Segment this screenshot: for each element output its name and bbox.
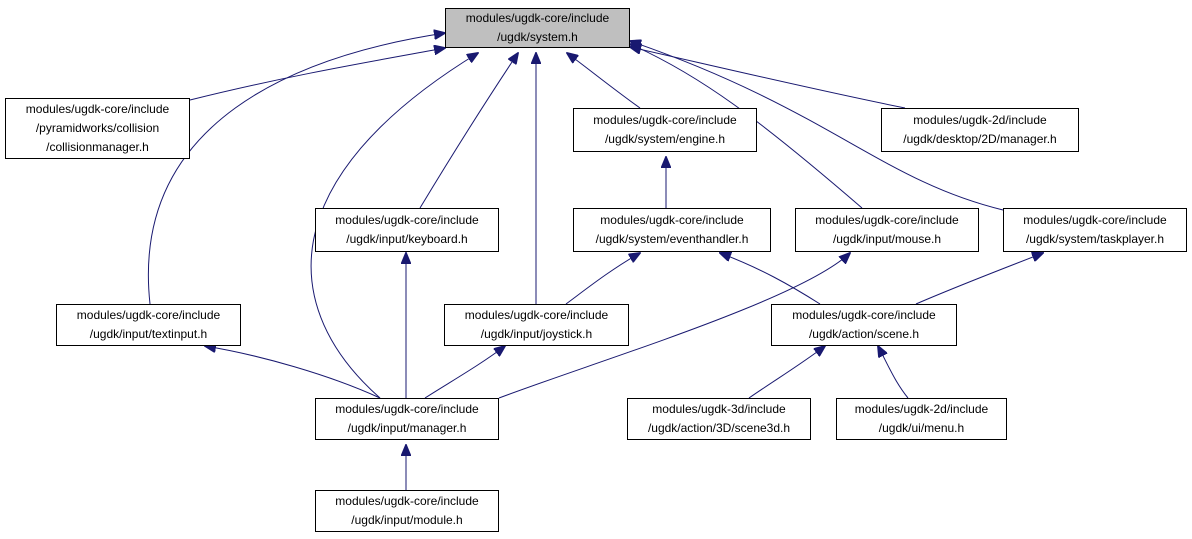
node-label-line: /pyramidworks/collision [35, 121, 160, 135]
node-label-line: modules/ugdk-core/include [600, 213, 744, 227]
node-label-line: modules/ugdk-core/include [76, 308, 221, 322]
node-label-line: /ugdk/input/module.h [351, 513, 463, 527]
node-label-line: modules/ugdk-core/include [1023, 213, 1167, 227]
node-desktop-2d-manager-h[interactable]: modules/ugdk-2d/include/ugdk/desktop/2D/… [881, 108, 1079, 152]
node-joystick-h[interactable]: modules/ugdk-core/include/ugdk/input/joy… [444, 304, 629, 346]
node-textinput-h[interactable]: modules/ugdk-core/include/ugdk/input/tex… [56, 304, 241, 346]
edge-scene-to-eventhandler [720, 253, 821, 305]
node-label-line: /ugdk/system/engine.h [604, 132, 726, 146]
node-system-h: modules/ugdk-core/include/ugdk/system.h [445, 8, 630, 48]
edge-menu-to-scene [878, 346, 909, 399]
node-label-line: modules/ugdk-core/include [335, 494, 479, 508]
node-mouse-h[interactable]: modules/ugdk-core/include/ugdk/input/mou… [795, 208, 979, 252]
node-menu-h[interactable]: modules/ugdk-2d/include/ugdk/ui/menu.h [836, 398, 1007, 440]
node-label-line: modules/ugdk-core/include [464, 308, 609, 322]
node-label-line: /ugdk/action/scene.h [808, 327, 920, 341]
edge-scene3d-to-scene [748, 346, 825, 399]
node-label-line: /collisionmanager.h [46, 140, 149, 154]
node-eventhandler-h[interactable]: modules/ugdk-core/include/ugdk/system/ev… [573, 208, 771, 252]
node-label-line: /ugdk/input/mouse.h [832, 232, 942, 246]
edge-inputmanager-to-system [310, 53, 478, 399]
node-label-line: /ugdk/input/textinput.h [89, 327, 208, 341]
node-keyboard-h[interactable]: modules/ugdk-core/include/ugdk/input/key… [315, 208, 499, 252]
edge-joystick-to-eventhandler [565, 253, 640, 305]
edge-inputmanager-to-joystick [424, 346, 505, 399]
node-collisionmanager-h[interactable]: modules/ugdk-core/include/pyramidworks/c… [5, 98, 190, 159]
node-scene3d-h[interactable]: modules/ugdk-3d/include/ugdk/action/3D/s… [627, 398, 811, 440]
node-label-line: modules/ugdk-2d/include [854, 402, 989, 416]
node-label-line: modules/ugdk-core/include [815, 213, 959, 227]
edge-inputmanager-to-textinput [205, 346, 381, 399]
node-scene-h[interactable]: modules/ugdk-core/include/ugdk/action/sc… [771, 304, 957, 346]
node-engine-h[interactable]: modules/ugdk-core/include/ugdk/system/en… [573, 108, 757, 152]
edge-taskplayer-to-system [630, 41, 1004, 211]
edge-manager2d-to-system [630, 47, 906, 109]
edge-keyboard-to-system [419, 53, 518, 209]
node-label-line: modules/ugdk-core/include [593, 113, 737, 127]
edge-mouse-to-system [630, 44, 863, 209]
node-label-line: modules/ugdk-core/include [25, 102, 170, 116]
node-label-line: /ugdk/system/taskplayer.h [1025, 232, 1165, 246]
node-label-line: modules/ugdk-core/include [465, 11, 610, 25]
node-label-line: /ugdk/input/keyboard.h [346, 232, 468, 246]
edge-textinput-to-system [147, 33, 445, 305]
node-label-line: /ugdk/system/eventhandler.h [595, 232, 749, 246]
node-label-line: /ugdk/desktop/2D/manager.h [903, 132, 1057, 146]
node-input-manager-h[interactable]: modules/ugdk-core/include/ugdk/input/man… [315, 398, 499, 440]
node-label-line: modules/ugdk-core/include [335, 213, 479, 227]
node-label-line: modules/ugdk-core/include [335, 402, 479, 416]
node-module-h[interactable]: modules/ugdk-core/include/ugdk/input/mod… [315, 490, 499, 532]
node-label-line: modules/ugdk-core/include [792, 308, 936, 322]
node-taskplayer-h[interactable]: modules/ugdk-core/include/ugdk/system/ta… [1003, 208, 1187, 252]
node-label-line: modules/ugdk-2d/include [913, 113, 1047, 127]
node-label-line: /ugdk/input/joystick.h [480, 327, 593, 341]
node-label-line: /ugdk/system.h [497, 30, 578, 44]
edge-engine-to-system [567, 53, 641, 109]
edge-collision-to-system [189, 48, 445, 101]
node-label-line: /ugdk/action/3D/scene3d.h [647, 421, 791, 435]
node-label-line: modules/ugdk-3d/include [652, 402, 786, 416]
edge-inputmanager-to-mouse [498, 253, 850, 399]
node-label-line: /ugdk/input/manager.h [347, 421, 467, 435]
node-label-line: /ugdk/ui/menu.h [878, 421, 965, 435]
edge-scene-to-taskplayer [915, 253, 1043, 305]
